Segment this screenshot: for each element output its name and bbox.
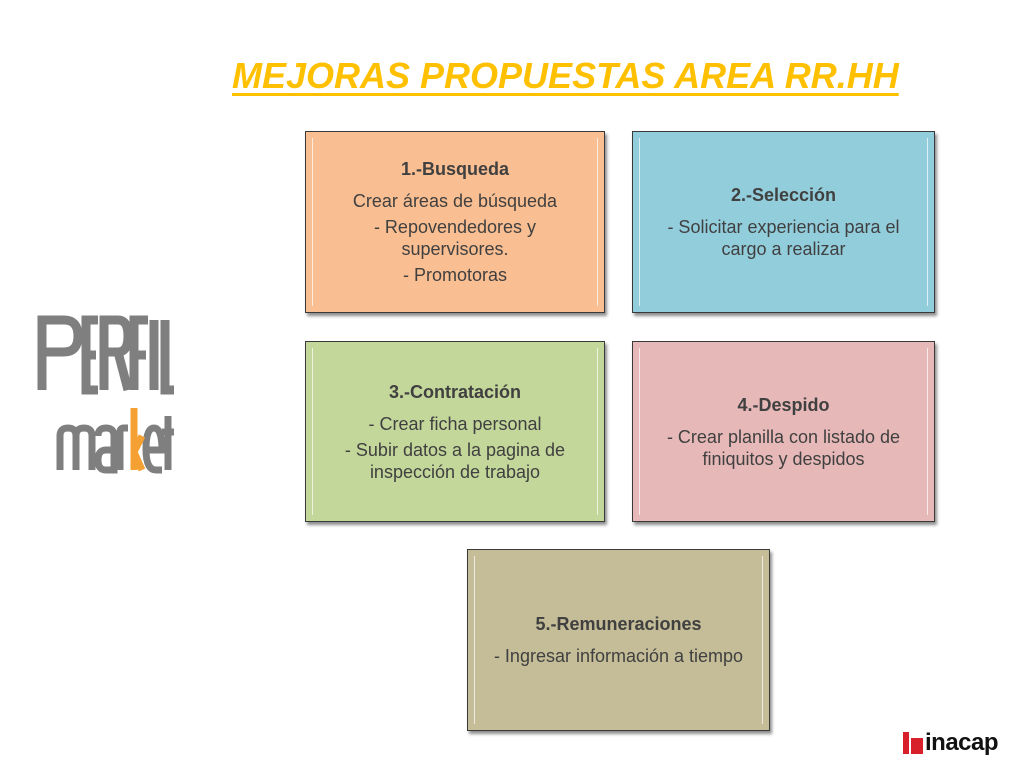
step-box-busqueda: 1.-Busqueda Crear áreas de búsqueda - Re… xyxy=(305,131,605,313)
step-line: - Ingresar información a tiempo xyxy=(493,646,744,666)
step-heading: 3.-Contratación xyxy=(388,381,521,402)
inacap-logo: inacap xyxy=(903,726,1013,760)
perfil-market-logo xyxy=(37,315,174,474)
slide-title: MEJORAS PROPUESTAS AREA RR.HH xyxy=(232,55,899,96)
step-box-remuneraciones: 5.-Remuneraciones - Ingresar información… xyxy=(467,549,770,731)
step-line: - Crear planilla con listado de finiquit… xyxy=(666,426,901,469)
step-line: - Subir datos a la pagina de inspección … xyxy=(344,439,566,482)
step-box-contratacion: 3.-Contratación - Crear ficha personal -… xyxy=(305,341,605,522)
step-heading: 2.-Selección xyxy=(730,185,837,205)
step-heading: 1.-Busqueda xyxy=(400,159,510,179)
step-line: Crear áreas de búsqueda xyxy=(352,191,558,211)
step-line: - Repovendedores y supervisores. xyxy=(373,217,537,259)
step-box-despido: 4.-Despido - Crear planilla con listado … xyxy=(632,341,935,522)
step-heading: 5.-Remuneraciones xyxy=(535,614,702,634)
step-line: - Promotoras xyxy=(402,265,508,285)
step-line: - Crear ficha personal xyxy=(368,413,542,434)
inacap-mark-icon xyxy=(903,732,923,754)
inacap-wordmark: inacap xyxy=(925,729,999,756)
step-box-seleccion: 2.-Selección - Solicitar experiencia par… xyxy=(632,131,935,313)
step-line: - Solicitar experiencia para el cargo a … xyxy=(667,217,900,259)
step-heading: 4.-Despido xyxy=(737,394,830,415)
